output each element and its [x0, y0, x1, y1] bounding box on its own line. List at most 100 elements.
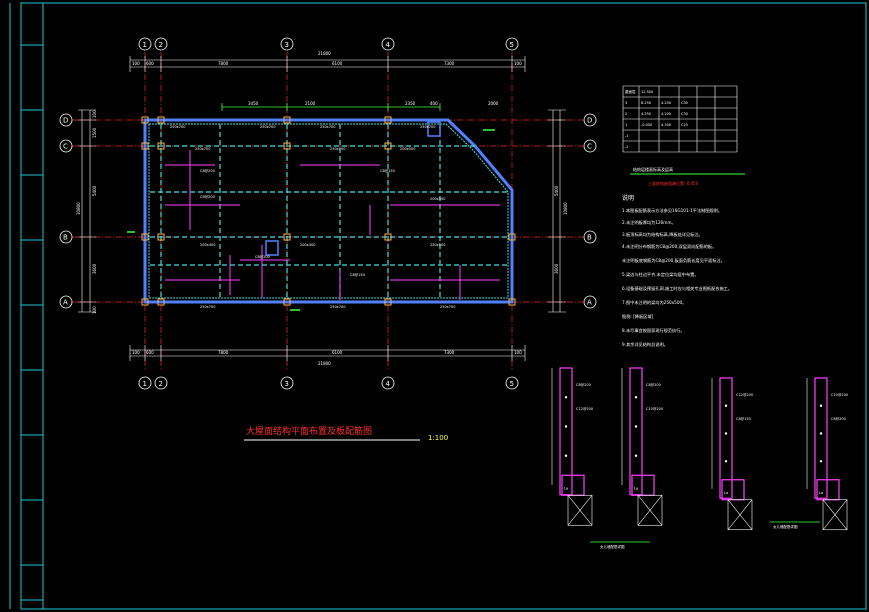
beam-label: 250x700: [200, 305, 215, 309]
dim-label-bottom: 7800: [218, 350, 229, 355]
title-strip-ticks: [21, 44, 43, 601]
beam-label: 250x700: [420, 125, 435, 129]
inner-dim-label: 2000: [488, 101, 499, 106]
axis-grid: [72, 52, 583, 370]
axis-bubble-right: [583, 139, 597, 153]
drawing-title: 大屋面结构平面布置及板配筋图: [246, 425, 372, 437]
rebar-dot: [564, 396, 568, 399]
rebar-dot: [819, 404, 823, 407]
section-hatch: [567, 495, 593, 526]
rebar-dot: [819, 460, 823, 463]
slab-label: C8@150: [380, 169, 395, 173]
note-line: 6.设备基础及预留孔洞,施工时应与相关专业图纸配合施工。: [622, 285, 732, 292]
note-line: 2.未注明板厚均为120mm。: [622, 219, 676, 226]
rebar-dot: [724, 460, 728, 463]
section-rebar-label: C12@200: [576, 407, 593, 411]
inner-dim-label: 2100: [305, 101, 316, 106]
section-base: [727, 499, 753, 531]
dim-label-left: 5400: [92, 185, 97, 196]
table-cell: 4.250: [661, 101, 671, 105]
table-cell: 1: [625, 123, 627, 127]
axis-bubble-left: [59, 230, 73, 244]
column: [508, 298, 516, 306]
stair-opening: [427, 121, 441, 137]
axis-bubble-top: [138, 37, 152, 51]
axis-bubble-bottom: [505, 376, 519, 390]
axis-label-right: C: [587, 143, 592, 151]
axis-bubble-bottom: [280, 376, 294, 390]
table-cell: C30: [681, 112, 688, 116]
section-la-label: La: [564, 486, 568, 490]
table-cell: 4.300: [661, 123, 671, 127]
rebar-dot: [634, 454, 638, 457]
dimension-lines: 1001006006007800780061006100730073001001…: [76, 51, 568, 366]
column: [141, 116, 149, 124]
section-wall: [719, 377, 733, 499]
section-hatch: [727, 499, 753, 530]
table-cell: 4.200: [661, 112, 671, 116]
section-rebar-label: C8@200: [576, 383, 591, 387]
beam-label: 250x700: [170, 125, 185, 129]
beam-label: 250x700: [260, 125, 275, 129]
table-cell: 4.250: [641, 112, 651, 116]
rebar-dot: [564, 454, 568, 457]
column: [157, 142, 165, 150]
dim-label-left: 100: [92, 110, 97, 118]
inner-dim-label: 2350: [405, 101, 416, 106]
axis-label-bottom: 1: [143, 380, 147, 388]
column: [384, 116, 392, 124]
axis-bubble-left: [59, 295, 73, 309]
section-wall: [814, 377, 828, 499]
section-rebar-label: C8@200: [646, 383, 661, 387]
axis-bubble-top: [154, 37, 168, 51]
beam-label: 200x500: [430, 197, 445, 201]
section-rebar-label: C8@150: [736, 417, 751, 421]
axis-label-left: D: [63, 117, 68, 125]
table-subcaption: 上部结构嵌固端位置:-0.050: [648, 180, 699, 186]
axis-label-top: 1: [143, 41, 147, 49]
axis-bubble-top: [280, 37, 294, 51]
column: [508, 233, 516, 241]
axis-label-top: 2: [159, 41, 163, 49]
table-cell: 12.550: [641, 90, 653, 94]
axis-bubble-top: [505, 37, 519, 51]
dim-label-top: 7800: [218, 61, 229, 66]
column: [157, 298, 165, 306]
section-foot: [721, 479, 745, 501]
beam-label: 200x500: [400, 147, 415, 151]
axis-label-right: A: [587, 299, 592, 307]
axis-label-left: A: [63, 299, 68, 307]
rebar-dot: [819, 432, 823, 435]
section-la-label: La: [819, 491, 823, 495]
axis-label-bottom: 5: [510, 380, 514, 388]
axis-label-left: C: [63, 143, 68, 151]
section-foot: [816, 479, 840, 501]
rebar-dot: [634, 396, 638, 399]
notes-heading: 说明: [622, 194, 634, 202]
section-caption: 女儿墙配筋详图: [773, 524, 798, 529]
outer-wall: [143, 118, 514, 304]
note-line: 1.本图板配筋表示方法参见16G101-1平法制图规则。: [622, 207, 722, 214]
axis-label-right: B: [587, 234, 592, 242]
notes-block: 1.本图板配筋表示方法参见16G101-1平法制图规则。 2.未注明板厚均为120…: [622, 207, 732, 348]
table-cell: -2: [625, 145, 629, 149]
note-line: 图例: [降板区域]: [622, 313, 654, 320]
section-details: C8@200C12@200LaC8@200C10@200LaC12@200C8@…: [551, 367, 848, 549]
axis-label-left: B: [63, 234, 68, 242]
section-foot: [561, 474, 585, 496]
column: [283, 233, 291, 241]
note-line: 7.图中未注明的梁均为250x500。: [622, 299, 686, 306]
dim-label-top: 600: [146, 61, 154, 66]
axis-label-top: 5: [510, 41, 514, 49]
table-cell: 8.250: [641, 101, 651, 105]
column: [141, 142, 149, 150]
dim-label-top: 100: [514, 61, 522, 66]
dim-label-left: 1500: [92, 127, 97, 138]
section-rebar-label: C10@200: [831, 393, 848, 397]
beam-label: 250x700: [320, 125, 335, 129]
slab-label: C8@200: [255, 255, 270, 259]
slab-label: C8@200: [200, 169, 215, 173]
axis-bubble-bottom: [381, 376, 395, 390]
